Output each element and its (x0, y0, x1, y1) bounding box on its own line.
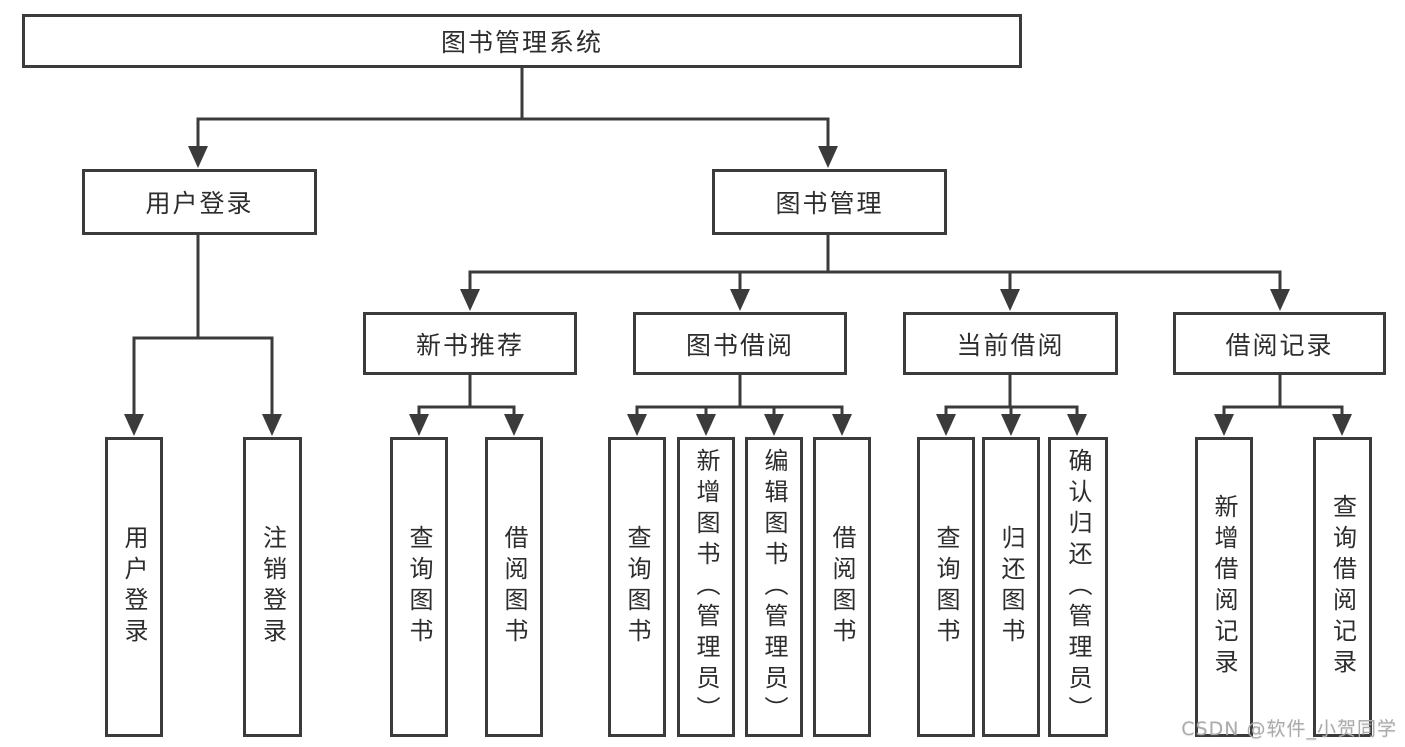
leaf-query-borrow-record: 查询借阅记录 (1313, 437, 1372, 737)
node-book-management: 图书管理 (712, 169, 947, 235)
leaf-borrow-books: 借阅图书 (813, 437, 871, 737)
leaf-confirm-return-admin: 确认归还（管理员） (1048, 437, 1108, 737)
node-library-management-system: 图书管理系统 (22, 14, 1022, 68)
node-user-login: 用户登录 (82, 169, 317, 235)
node-new-book-recommendation: 新书推荐 (363, 312, 577, 375)
leaf-add-borrow-record: 新增借阅记录 (1195, 437, 1253, 737)
node-book-borrowing: 图书借阅 (633, 312, 847, 375)
leaf-recommend-query-books: 查询图书 (390, 437, 448, 737)
leaf-logout: 注销登录 (243, 437, 302, 737)
leaf-borrow-query-books: 查询图书 (608, 437, 666, 737)
leaf-add-books-admin: 新增图书（管理员） (677, 437, 735, 737)
node-borrowing-records: 借阅记录 (1173, 312, 1386, 375)
leaf-recommend-borrow-books: 借阅图书 (485, 437, 543, 737)
leaf-user-login: 用户登录 (105, 437, 163, 737)
csdn-watermark: CSDN @软件_小贺同学 (1181, 718, 1397, 740)
node-current-borrowing: 当前借阅 (903, 312, 1118, 375)
leaf-edit-books-admin: 编辑图书（管理员） (745, 437, 803, 737)
leaf-current-query-books: 查询图书 (917, 437, 975, 737)
leaf-return-books: 归还图书 (982, 437, 1040, 737)
